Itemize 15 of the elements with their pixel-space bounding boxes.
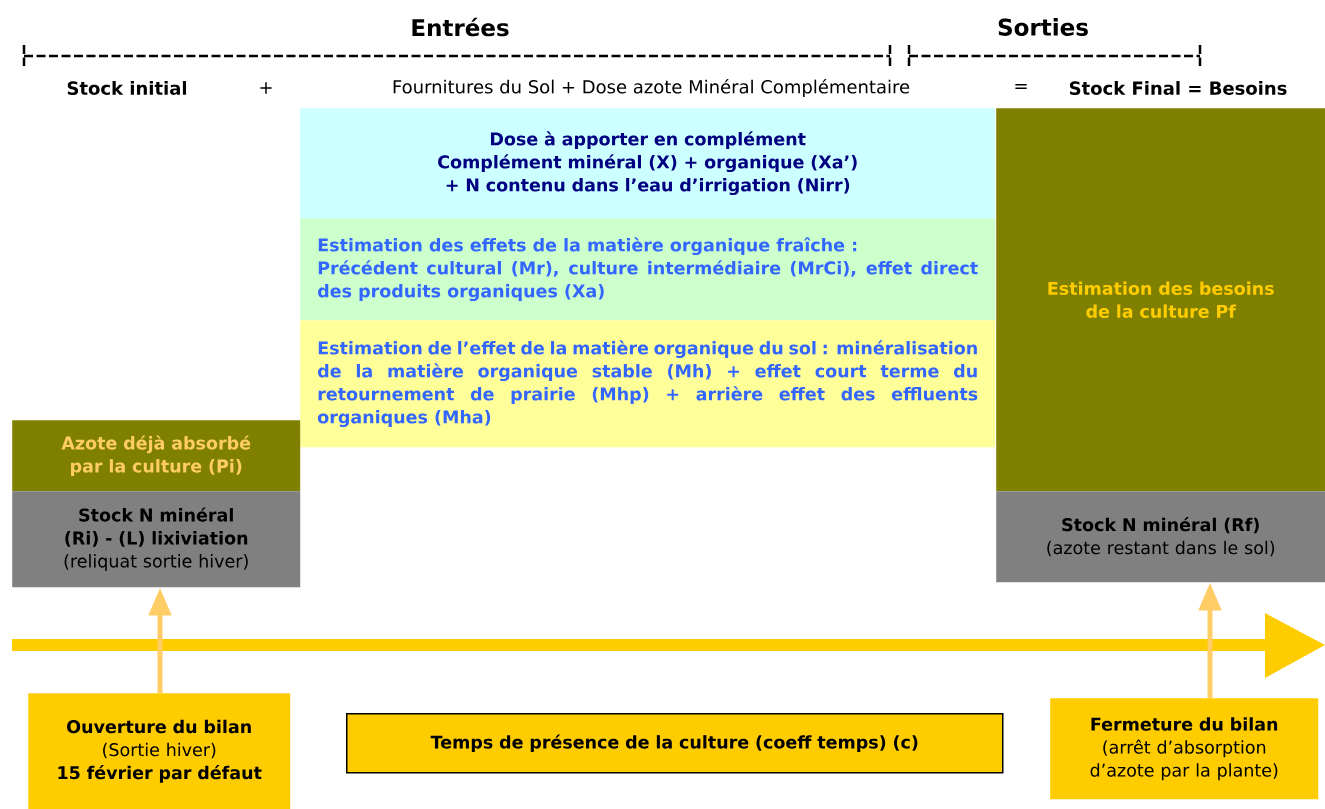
header-label: = bbox=[1015, 83, 1027, 89]
text-box: Stock N minéral (Rf) (azote restant dans le sol) bbox=[996, 491, 1325, 583]
header-label: + bbox=[260, 82, 272, 94]
text-box: Temps de présence de la culture (coeff temps) (c) bbox=[346, 713, 1004, 774]
text-box: Azote déjà absorbé par la culture (Pi) bbox=[12, 420, 301, 492]
text-box: Fermeture du bilan (arrêt d’absorption d’azote par la plante) bbox=[1050, 698, 1319, 800]
text-box: Estimation des besoins de la culture Pf bbox=[996, 108, 1325, 492]
header-label: Entrées bbox=[412, 17, 509, 37]
text-box: Estimation des effets de la matière organique fraîche : Précédent cultural (Mr), culture intermédiaire (MrCi), effet direct des produits organiques (Xa) bbox=[300, 218, 996, 321]
text-box: Stock N minéral (Ri) - (L) lixiviation (reliquat sortie hiver) bbox=[12, 491, 301, 588]
header-label: Sorties bbox=[998, 18, 1088, 36]
text-box: Dose à apporter en complément Complément minéral (X) + organique (Xa’) + N contenu dans l’eau d’irrigation (Nirr) bbox=[300, 108, 996, 219]
header-label: Stock initial bbox=[67, 81, 187, 95]
text-box: Ouverture du bilan (Sortie hiver) 15 février par défaut bbox=[28, 693, 291, 809]
text-box: Estimation de l’effet de la matière organique du sol : minéralisation de la matière organique stable (Mh) + effet court terme du retournement de prairie (Mhp) + arrière effet des effluents organiques (Mha) bbox=[300, 320, 996, 448]
